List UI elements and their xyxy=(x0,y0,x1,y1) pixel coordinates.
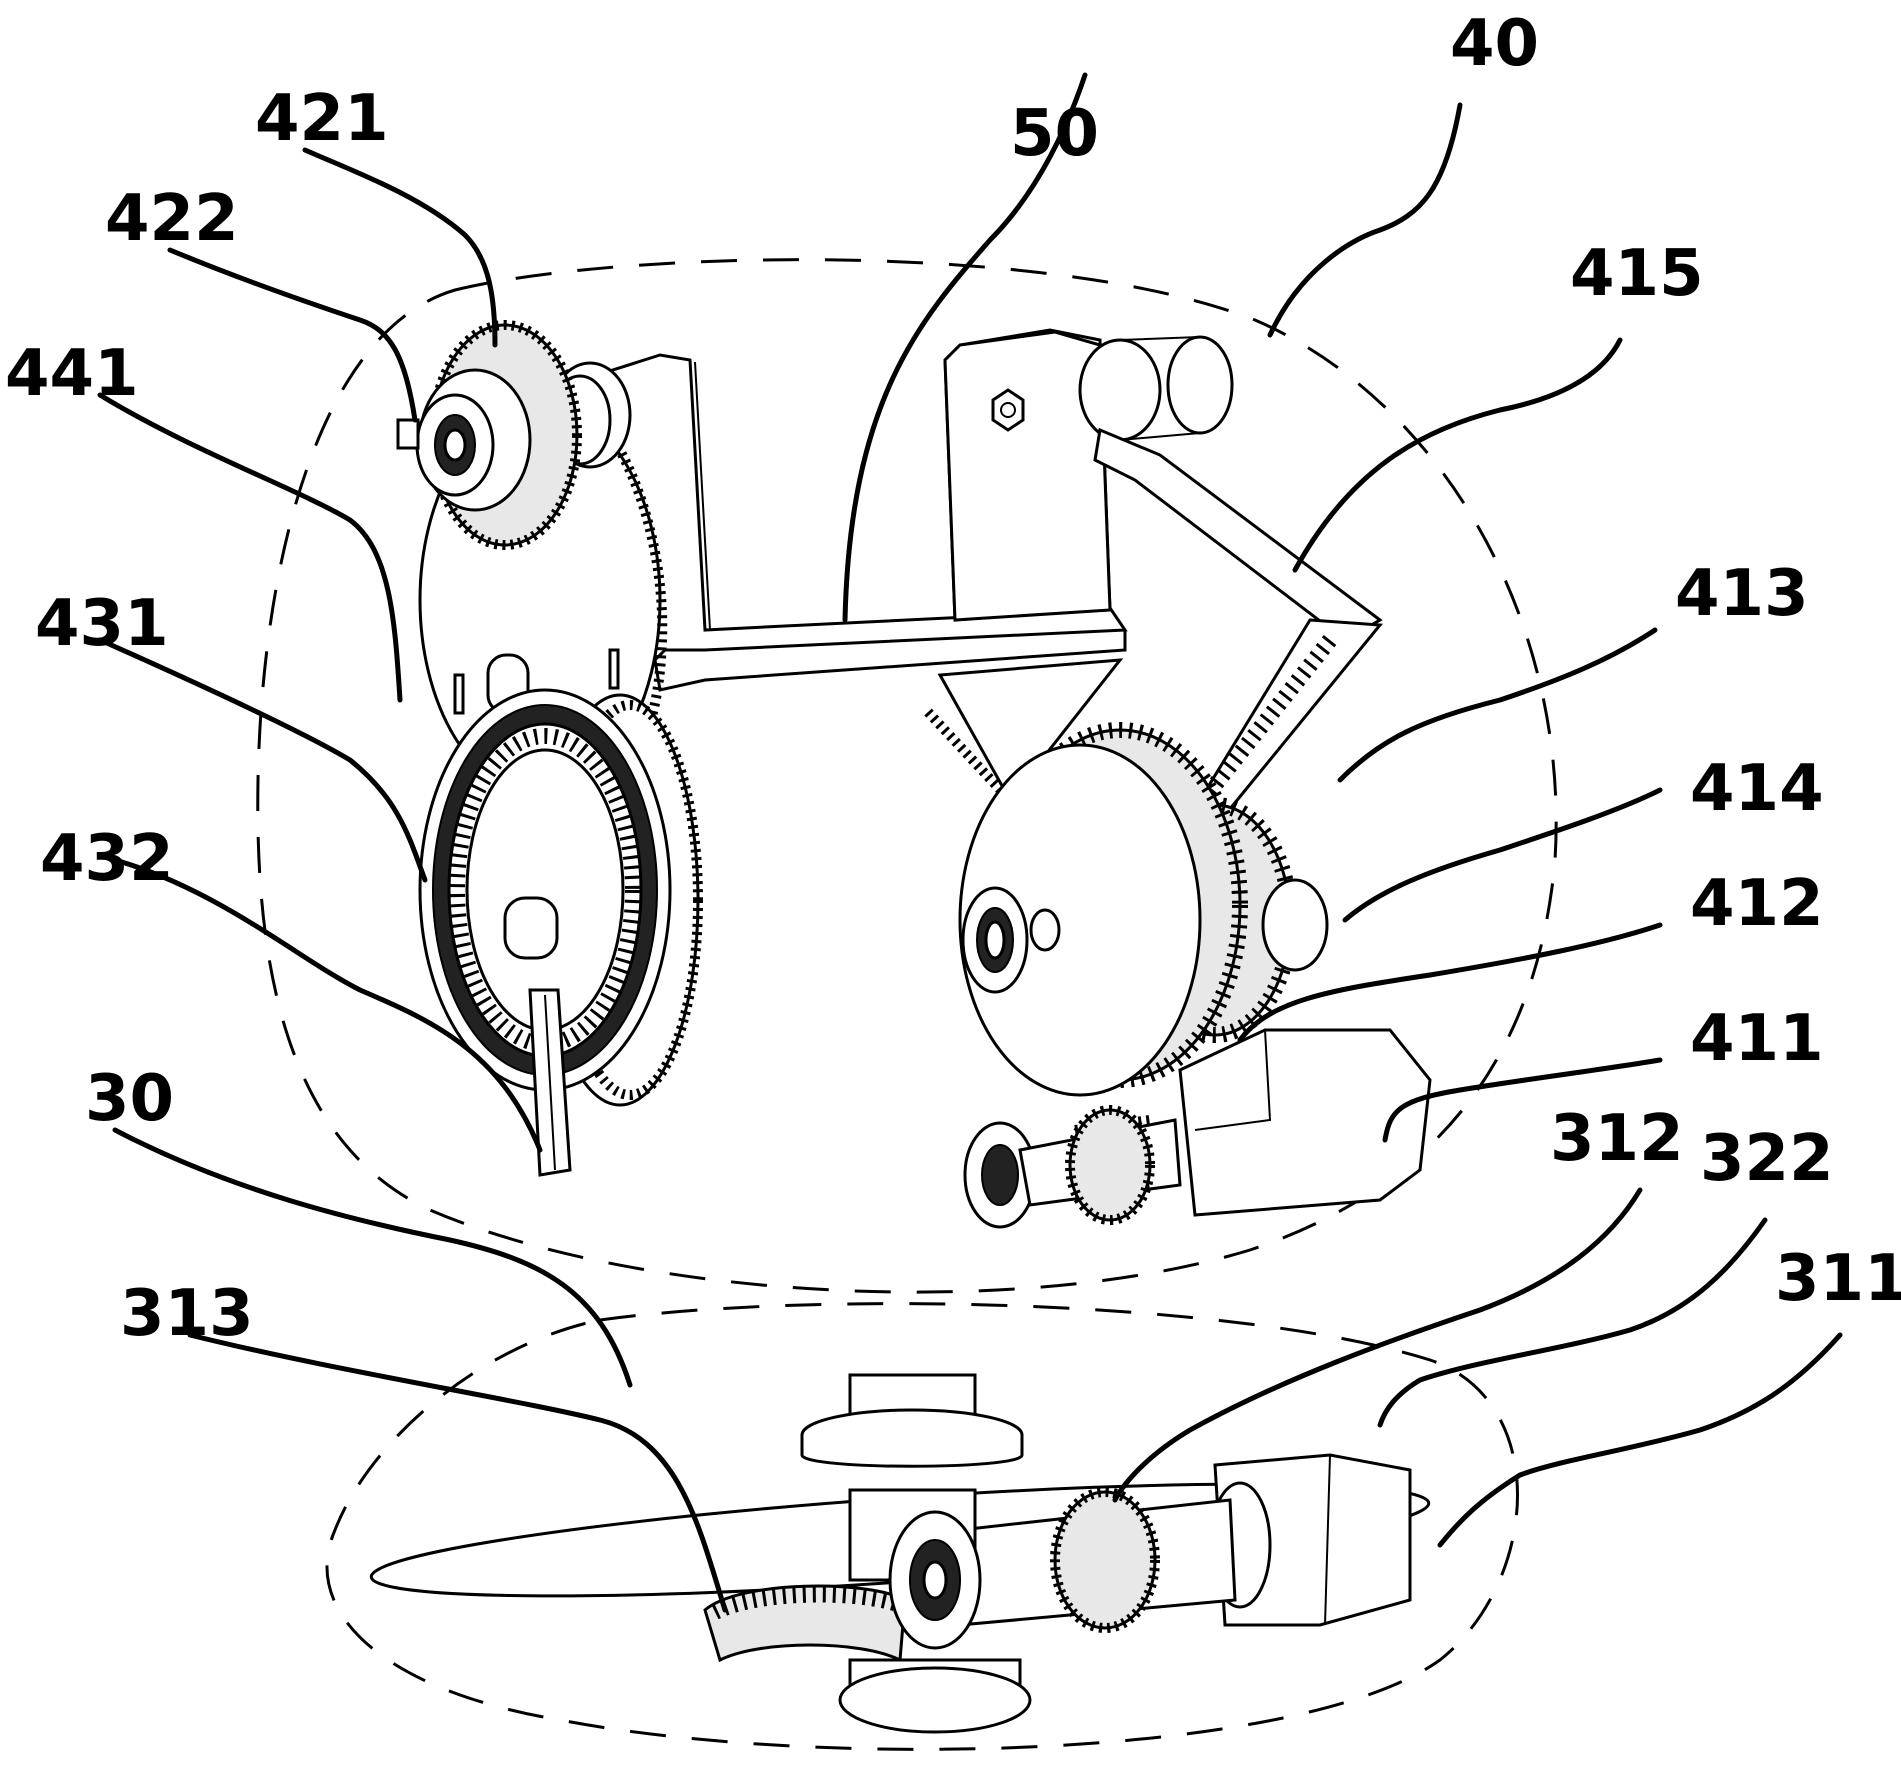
label-30: 30 xyxy=(85,1062,174,1136)
label-432: 432 xyxy=(40,822,174,896)
label-311: 311 xyxy=(1775,1242,1901,1316)
motor-411 xyxy=(1180,1030,1430,1215)
label-414: 414 xyxy=(1690,752,1824,826)
label-441: 441 xyxy=(5,337,139,411)
label-40: 40 xyxy=(1450,7,1539,81)
label-431: 431 xyxy=(35,587,169,661)
label-422: 422 xyxy=(105,182,239,256)
label-415: 415 xyxy=(1570,237,1704,311)
hex-nut xyxy=(993,390,1023,430)
large-gear xyxy=(960,730,1240,1095)
label-413: 413 xyxy=(1675,557,1809,631)
bearing-431 xyxy=(420,690,698,1175)
label-421: 421 xyxy=(255,82,389,156)
shaft-stub-422 xyxy=(398,420,418,448)
upper-right-bearing xyxy=(1080,337,1232,440)
label-50: 50 xyxy=(1010,97,1099,171)
label-412: 412 xyxy=(1690,867,1824,941)
label-322: 322 xyxy=(1700,1122,1834,1196)
label-411: 411 xyxy=(1690,1002,1824,1076)
label-313: 313 xyxy=(120,1277,254,1351)
assembly-30 xyxy=(368,1375,1431,1732)
label-312: 312 xyxy=(1550,1102,1684,1176)
worm-shaft-414 xyxy=(965,1110,1180,1227)
